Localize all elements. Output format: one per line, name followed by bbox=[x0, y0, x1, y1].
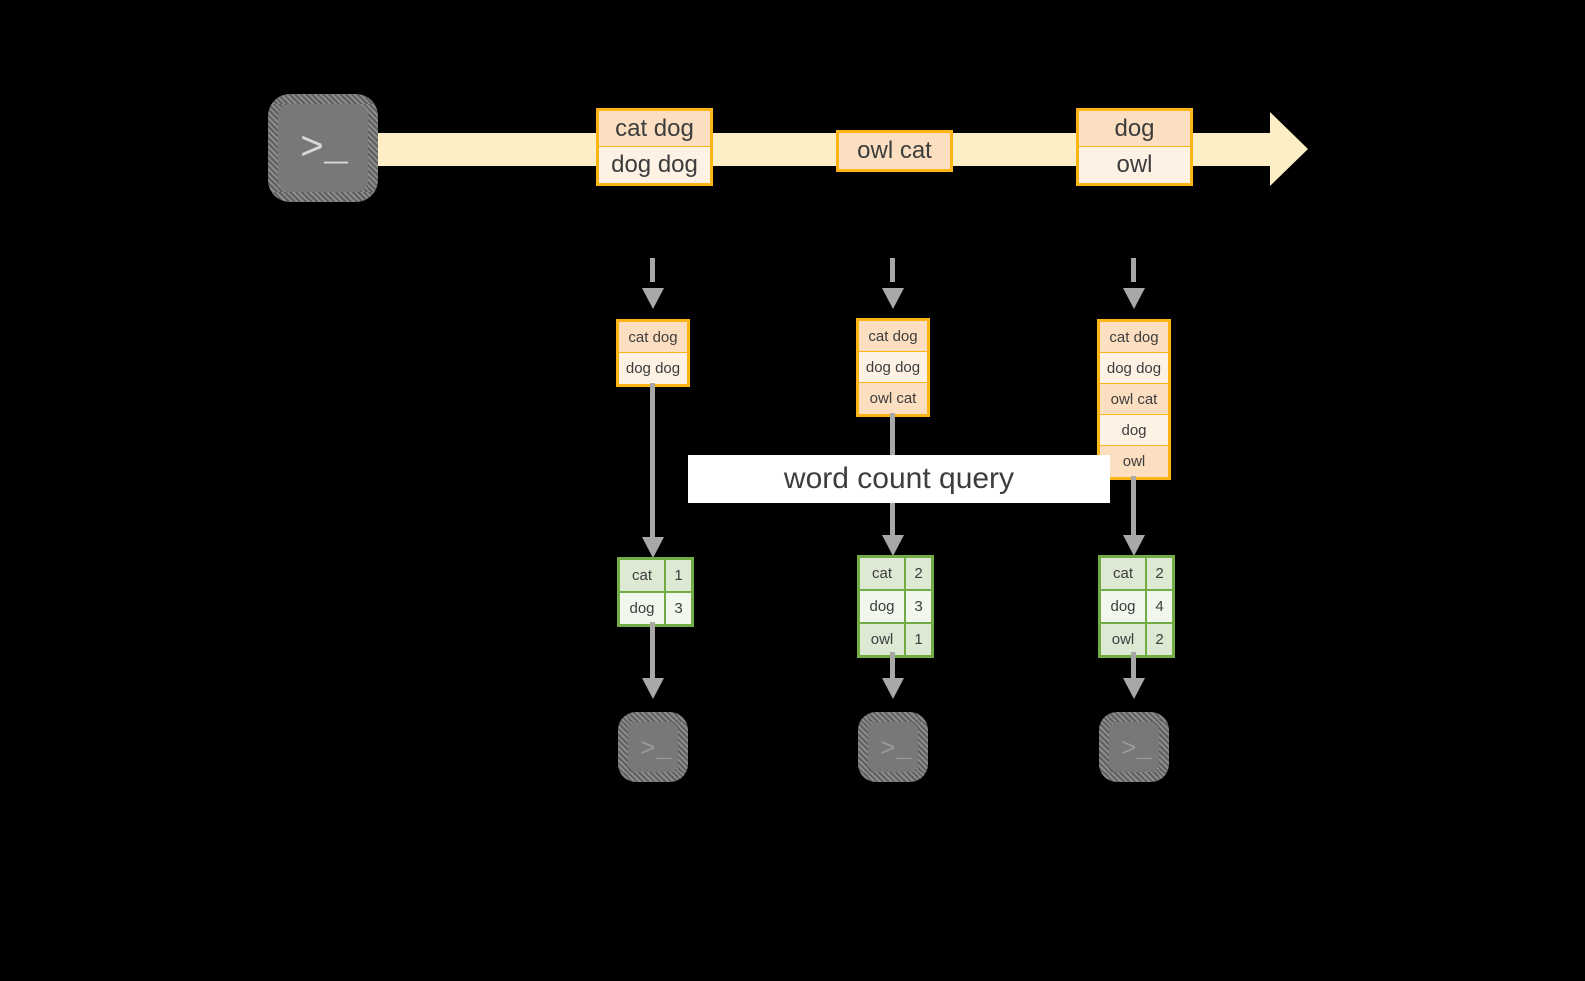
table-row: cat 1 bbox=[620, 560, 691, 593]
snapshot-3-sink-arrow-head bbox=[1123, 678, 1145, 699]
result-word: owl bbox=[860, 624, 906, 655]
query-label-text: word count query bbox=[783, 462, 1015, 495]
snapshot-2-stream-box: cat dog dog dog owl cat bbox=[856, 318, 930, 417]
terminal-prompt-icon: >_ bbox=[640, 734, 672, 764]
feed-dash-segment bbox=[1131, 258, 1136, 282]
table-row: dog 3 bbox=[860, 591, 931, 624]
terminal-prompt-icon: >_ bbox=[880, 734, 912, 764]
query-label-band: word count query bbox=[688, 455, 1110, 503]
snapshot-3-sink-terminal-icon: >_ bbox=[1099, 712, 1169, 782]
snapshot-1-sink-terminal-icon: >_ bbox=[618, 712, 688, 782]
result-word: dog bbox=[620, 593, 666, 624]
stream-line: cat dog bbox=[859, 321, 927, 352]
result-count: 1 bbox=[666, 560, 691, 591]
snapshot-3-query-connector bbox=[1131, 476, 1136, 541]
stream-line: dog bbox=[1100, 415, 1168, 446]
snapshot-3-result-table: cat 2 dog 4 owl 2 bbox=[1098, 555, 1175, 658]
stream-line: owl cat bbox=[859, 383, 927, 414]
timeline-event-3: dog owl bbox=[1076, 108, 1193, 186]
snapshot-2-sink-arrow-head bbox=[882, 678, 904, 699]
stream-line: owl cat bbox=[1100, 384, 1168, 415]
table-row: owl 2 bbox=[1101, 624, 1172, 655]
snapshot-2-query-arrow-head bbox=[882, 535, 904, 556]
result-word: dog bbox=[1101, 591, 1147, 622]
terminal-screen: >_ bbox=[868, 722, 918, 772]
snapshot-3-sink-connector bbox=[1131, 652, 1136, 682]
snapshot-2-sink-connector bbox=[890, 652, 895, 682]
event-line: cat dog bbox=[599, 111, 710, 147]
terminal-screen: >_ bbox=[628, 722, 678, 772]
result-count: 3 bbox=[906, 591, 931, 622]
result-word: cat bbox=[620, 560, 666, 591]
feed-arrow-head bbox=[642, 288, 664, 309]
stream-line: owl bbox=[1100, 446, 1168, 477]
snapshot-1-sink-connector bbox=[650, 622, 655, 682]
source-terminal-icon: >_ bbox=[268, 94, 378, 202]
stream-line: dog dog bbox=[1100, 353, 1168, 384]
table-row: cat 2 bbox=[1101, 558, 1172, 591]
terminal-prompt-icon: >_ bbox=[300, 127, 349, 172]
feed-arrow-head bbox=[1123, 288, 1145, 309]
event-line: dog bbox=[1079, 111, 1190, 147]
snapshot-1-query-connector bbox=[650, 383, 655, 543]
result-count: 2 bbox=[1147, 624, 1172, 655]
table-row: dog 3 bbox=[620, 593, 691, 624]
stream-line: dog dog bbox=[859, 352, 927, 383]
result-count: 4 bbox=[1147, 591, 1172, 622]
result-word: cat bbox=[1101, 558, 1147, 589]
event-line: dog dog bbox=[599, 147, 710, 183]
feed-dash-segment bbox=[890, 258, 895, 282]
timeline-arrow-head bbox=[1270, 112, 1308, 186]
result-word: dog bbox=[860, 591, 906, 622]
snapshot-1-result-table: cat 1 dog 3 bbox=[617, 557, 694, 627]
snapshot-1-stream-box: cat dog dog dog bbox=[616, 319, 690, 387]
result-count: 2 bbox=[906, 558, 931, 589]
event-line: owl bbox=[1079, 147, 1190, 183]
snapshot-1-sink-arrow-head bbox=[642, 678, 664, 699]
stream-line: cat dog bbox=[619, 322, 687, 353]
timeline-event-1: cat dog dog dog bbox=[596, 108, 713, 186]
result-word: cat bbox=[860, 558, 906, 589]
result-count: 2 bbox=[1147, 558, 1172, 589]
snapshot-3-query-arrow-head bbox=[1123, 535, 1145, 556]
stream-line: cat dog bbox=[1100, 322, 1168, 353]
result-count: 3 bbox=[666, 593, 691, 624]
terminal-prompt-icon: >_ bbox=[1121, 734, 1153, 764]
snapshot-3-stream-box: cat dog dog dog owl cat dog owl bbox=[1097, 319, 1171, 480]
timeline-event-2: owl cat bbox=[836, 130, 953, 172]
table-row: owl 1 bbox=[860, 624, 931, 655]
snapshot-1-query-arrow-head bbox=[642, 537, 664, 558]
feed-arrow-head bbox=[882, 288, 904, 309]
snapshot-2-result-table: cat 2 dog 3 owl 1 bbox=[857, 555, 934, 658]
result-word: owl bbox=[1101, 624, 1147, 655]
result-count: 1 bbox=[906, 624, 931, 655]
table-row: dog 4 bbox=[1101, 591, 1172, 624]
stream-line: dog dog bbox=[619, 353, 687, 384]
terminal-screen: >_ bbox=[1109, 722, 1159, 772]
table-row: cat 2 bbox=[860, 558, 931, 591]
event-line: owl cat bbox=[839, 133, 950, 169]
snapshot-2-sink-terminal-icon: >_ bbox=[858, 712, 928, 782]
terminal-screen: >_ bbox=[278, 104, 368, 192]
feed-dash-segment bbox=[650, 258, 655, 282]
